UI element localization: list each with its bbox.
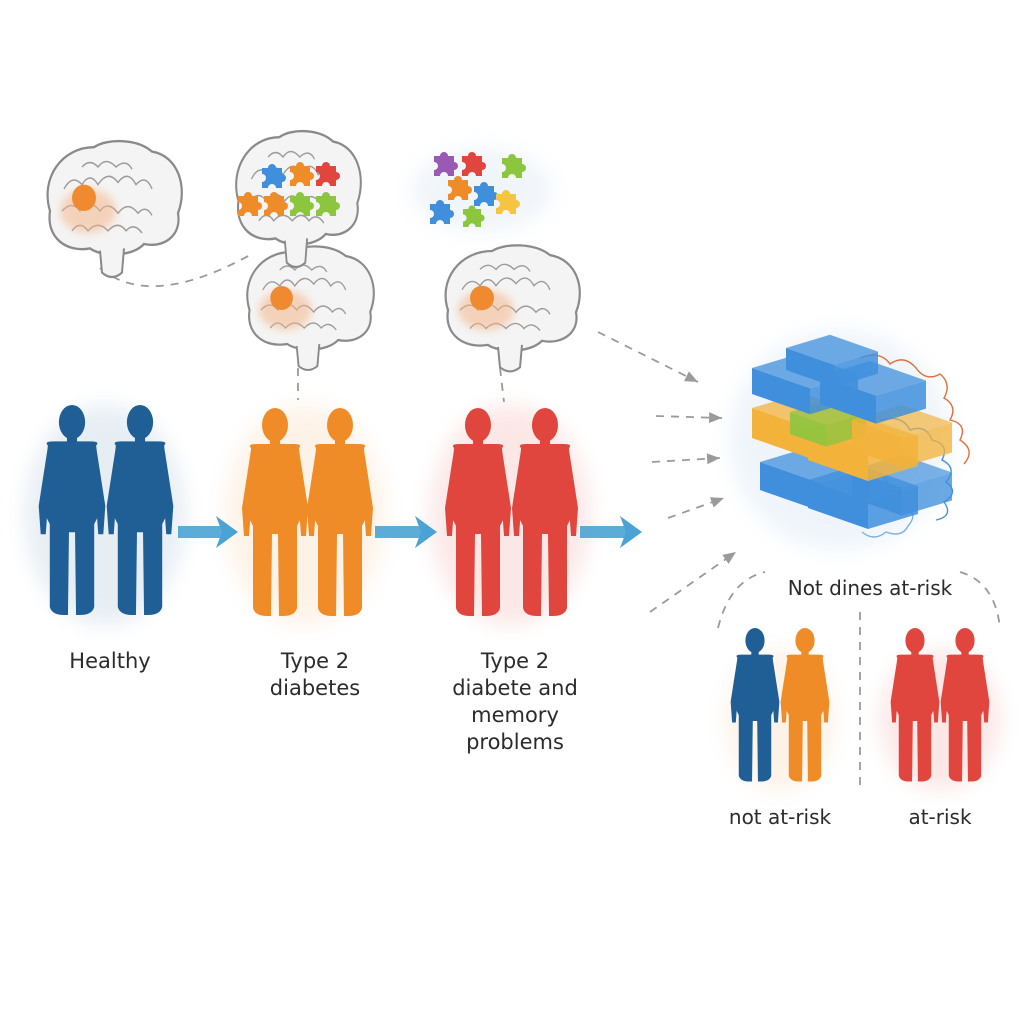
puzzle-piece-icon xyxy=(496,190,520,214)
person-figure xyxy=(445,408,511,616)
brain-icon xyxy=(46,139,183,279)
puzzle-piece-icon xyxy=(262,164,286,188)
puzzle-piece-icon xyxy=(290,162,314,186)
puzzle-piece-icon xyxy=(434,152,458,176)
dashed-arrow-icon xyxy=(651,453,721,465)
outcome-label-not-at-risk: not at-risk xyxy=(728,805,832,829)
dashed-connector xyxy=(717,571,766,629)
arrow-right-icon xyxy=(375,516,437,548)
outcome-label-at-risk: at-risk xyxy=(908,805,972,829)
stage-label-type2-memory: Type 2 diabete and memory problems xyxy=(430,648,600,756)
dashed-arrow-icon xyxy=(655,412,723,424)
stage-label-line: diabetes xyxy=(269,676,361,700)
person-figure xyxy=(242,408,308,616)
stage-label-line: problems xyxy=(466,730,564,754)
stage-label-line: diabete and xyxy=(452,676,578,700)
person-figure xyxy=(512,408,578,616)
puzzle-piece-icon xyxy=(238,192,262,216)
person-figure xyxy=(307,408,373,616)
brain-icon xyxy=(444,244,581,373)
person-figure xyxy=(106,405,174,615)
dashed-arrow-icon xyxy=(649,551,737,613)
summary-label: Not dines at-risk xyxy=(787,576,953,600)
stage-label-line: memory xyxy=(471,703,559,727)
dashed-connector xyxy=(959,571,1001,629)
arrow-right-icon xyxy=(580,516,642,548)
puzzle-piece-icon xyxy=(462,152,486,176)
puzzle-piece-icon xyxy=(474,182,498,206)
puzzle-piece-icon xyxy=(290,192,314,216)
person-figure xyxy=(890,628,940,782)
dashed-arrow-icon xyxy=(667,497,725,519)
stage-label-type2: Type 2 diabetes xyxy=(240,648,390,702)
puzzle-piece-icon xyxy=(430,200,454,224)
puzzle-piece-icon xyxy=(448,176,472,200)
person-figure xyxy=(780,628,830,782)
person-figure xyxy=(940,628,990,782)
brain-icon xyxy=(246,245,375,371)
dashed-arrow-icon xyxy=(597,331,699,383)
dashed-connector xyxy=(499,367,505,403)
puzzle-piece-icon xyxy=(316,162,340,186)
stage-label-line: Type 2 xyxy=(480,649,550,673)
person-figure xyxy=(38,405,106,615)
puzzle-piece-icon xyxy=(502,154,526,178)
arrow-right-icon xyxy=(178,516,238,548)
stage-label-healthy: Healthy xyxy=(45,648,175,675)
person-figure xyxy=(730,628,780,782)
stage-label-line: Type 2 xyxy=(280,649,350,673)
puzzle-piece-icon xyxy=(264,192,288,216)
data-block xyxy=(852,405,952,468)
network-line xyxy=(859,354,970,465)
data-block xyxy=(820,361,926,424)
stage-label-line: Healthy xyxy=(69,649,151,673)
puzzle-piece-icon xyxy=(316,192,340,216)
puzzle-piece-icon xyxy=(463,205,485,227)
